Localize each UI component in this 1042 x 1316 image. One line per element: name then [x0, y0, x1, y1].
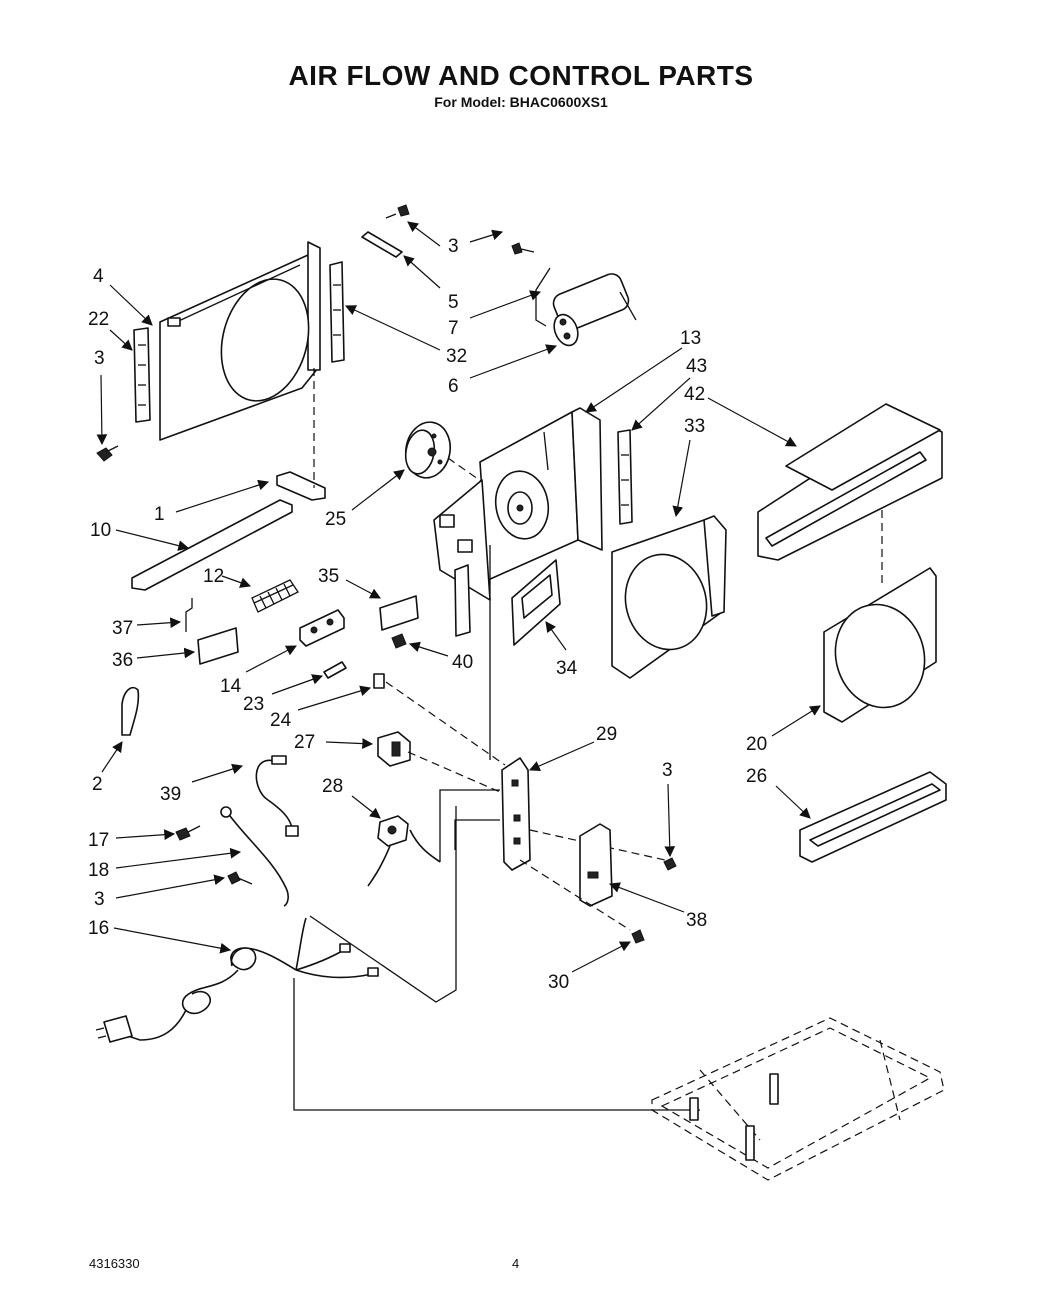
rail-1 — [276, 471, 326, 501]
callout-labels: 4 22 3 3 5 7 32 6 13 43 42 33 1 25 10 12… — [88, 236, 767, 993]
clip-37 — [185, 598, 193, 632]
foam-strip-32 — [329, 261, 345, 363]
air-duct-42 — [757, 403, 943, 561]
fan-hub — [404, 421, 452, 479]
thermostat-28 — [367, 815, 409, 887]
bracket-14 — [299, 609, 345, 647]
drain-pan-26 — [799, 771, 947, 863]
callout-label: 37 — [112, 618, 133, 639]
orifice-panel-20 — [823, 567, 937, 723]
rail-10 — [131, 499, 293, 591]
tube-2 — [121, 686, 140, 736]
callout-label: 1 — [154, 504, 165, 525]
screw-icon — [385, 204, 410, 219]
screw-icon — [631, 929, 645, 944]
callout-label: 42 — [684, 384, 705, 405]
callout-label: 24 — [270, 710, 292, 731]
callout-label: 40 — [452, 652, 473, 673]
baffle-panel — [159, 241, 321, 441]
ground-wire-18 — [229, 815, 289, 907]
plate-38 — [579, 823, 613, 907]
callout-label: 3 — [94, 889, 105, 910]
cable-39 — [255, 759, 293, 829]
callout-label: 28 — [322, 776, 343, 797]
control-plate-34 — [511, 559, 561, 646]
label-35 — [379, 595, 419, 631]
callout-label: 25 — [325, 509, 346, 530]
callout-label: 36 — [112, 650, 133, 671]
base-pan-outline — [651, 1017, 945, 1181]
callout-label: 6 — [448, 376, 459, 397]
callout-label: 32 — [446, 346, 467, 367]
document-number: 4316330 — [89, 1256, 140, 1271]
control-bracket-29 — [501, 757, 531, 871]
switch-27 — [377, 731, 411, 767]
bulkhead-shroud — [433, 407, 603, 637]
leader-lines — [96, 221, 821, 973]
callout-label: 4 — [93, 266, 104, 287]
callout-label: 5 — [448, 292, 459, 313]
ground-ring — [220, 806, 232, 818]
callout-label: 18 — [88, 860, 109, 881]
callout-label: 10 — [90, 520, 111, 541]
callout-label: 13 — [680, 328, 701, 349]
model-subtitle: For Model: BHAC0600XS1 — [434, 94, 608, 110]
callout-label: 20 — [746, 734, 767, 755]
power-cord-16 — [95, 917, 379, 1043]
callout-label: 17 — [88, 830, 109, 851]
callout-label: 3 — [662, 760, 673, 781]
callout-label: 29 — [596, 724, 617, 745]
seal-strip-43 — [617, 429, 633, 525]
callout-label: 35 — [318, 566, 339, 587]
callout-label: 3 — [448, 236, 459, 257]
callout-label: 43 — [686, 356, 707, 377]
part-24 — [373, 673, 385, 689]
callout-label: 2 — [92, 774, 103, 795]
orifice-panel-33 — [611, 515, 727, 679]
callout-label: 34 — [556, 658, 578, 679]
callout-label: 16 — [88, 918, 109, 939]
bracket-5 — [361, 231, 403, 258]
callout-label: 38 — [686, 910, 707, 931]
page-number: 4 — [512, 1256, 520, 1271]
page-title: AIR FLOW AND CONTROL PARTS — [288, 60, 754, 91]
nut-40 — [391, 633, 407, 649]
capacitor-assembly — [535, 267, 637, 347]
label-36 — [197, 627, 239, 665]
callout-label: 14 — [220, 676, 242, 697]
screw-icon — [175, 827, 191, 841]
foam-strip-22 — [133, 327, 151, 423]
callout-label: 22 — [88, 309, 109, 330]
screw-icon — [663, 857, 677, 871]
callout-label: 27 — [294, 732, 315, 753]
screw-icon — [511, 242, 535, 255]
callout-label: 39 — [160, 784, 181, 805]
callout-label: 26 — [746, 766, 767, 787]
screw-icon — [227, 871, 241, 885]
callout-label: 23 — [243, 694, 264, 715]
callout-label: 7 — [448, 318, 459, 339]
callout-label: 3 — [94, 348, 105, 369]
callout-label: 30 — [548, 972, 569, 993]
screw-icon — [96, 445, 119, 462]
part-23 — [323, 661, 347, 679]
callout-label: 12 — [203, 566, 224, 587]
grid-12 — [251, 579, 299, 613]
callout-label: 33 — [684, 416, 705, 437]
